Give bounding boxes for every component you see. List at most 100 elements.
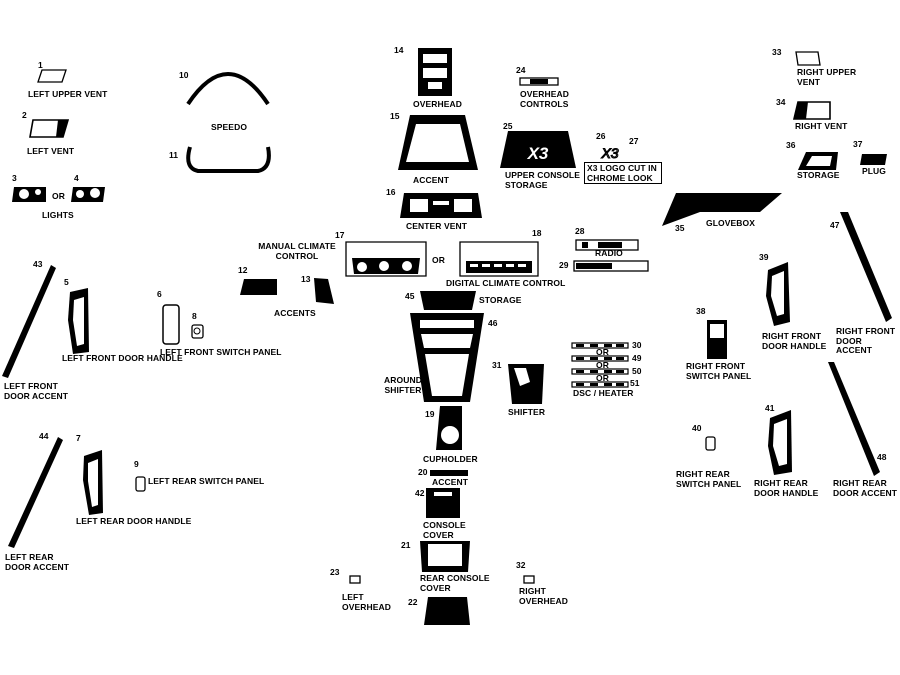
part-number: 26 bbox=[596, 131, 606, 141]
part-number: 45 bbox=[405, 291, 415, 301]
part-number: 20 bbox=[418, 467, 428, 477]
part-label: RIGHT VENT bbox=[795, 121, 848, 131]
part-number: 25 bbox=[503, 121, 513, 131]
part-number: 16 bbox=[386, 187, 396, 197]
part-11-shape bbox=[186, 146, 271, 173]
part-14-shape bbox=[418, 48, 452, 96]
part-1-shape bbox=[37, 69, 67, 83]
part-number: 8 bbox=[192, 311, 197, 321]
part-label: CUPHOLDER bbox=[423, 454, 478, 464]
part-label: LEFT REAR SWITCH PANEL bbox=[148, 476, 265, 486]
part-43-shape bbox=[2, 265, 56, 378]
part-30-shape bbox=[571, 342, 629, 349]
part-6-shape bbox=[162, 304, 180, 345]
part-label: CONSOLE COVER bbox=[423, 520, 466, 540]
part-28-shape bbox=[575, 239, 639, 251]
part-label: LEFT UPPER VENT bbox=[28, 89, 108, 99]
part-label: X3 LOGO CUT IN CHROME LOOK bbox=[584, 162, 662, 184]
part-label: RIGHT OVERHEAD bbox=[519, 586, 568, 606]
part-10-shape bbox=[186, 72, 270, 106]
part-number: 6 bbox=[157, 289, 162, 299]
part-21-shape bbox=[420, 541, 470, 572]
part-number: 7 bbox=[76, 433, 81, 443]
svg-text:X3: X3 bbox=[600, 145, 618, 161]
part-label: STORAGE bbox=[797, 170, 840, 180]
part-number: 3 bbox=[12, 173, 17, 183]
part-36-shape bbox=[798, 152, 838, 170]
part-7-shape bbox=[83, 450, 103, 515]
part-number: 1 bbox=[38, 60, 43, 70]
part-number: 39 bbox=[759, 252, 769, 262]
part-number: 14 bbox=[394, 45, 404, 55]
part-number: 27 bbox=[629, 136, 639, 146]
part-number: 51 bbox=[630, 378, 640, 388]
part-number: 33 bbox=[772, 47, 782, 57]
part-number: 44 bbox=[39, 431, 49, 441]
or-label: OR bbox=[432, 255, 445, 265]
part-15-shape bbox=[398, 115, 478, 170]
part-label: AROUND SHIFTER bbox=[384, 375, 422, 395]
part-number: 30 bbox=[632, 340, 642, 350]
part-label: RIGHT REAR DOOR ACCENT bbox=[833, 478, 898, 498]
part-number: 21 bbox=[401, 540, 411, 550]
part-number: 9 bbox=[134, 459, 139, 469]
part-label: ACCENT bbox=[432, 477, 469, 487]
part-number: 41 bbox=[765, 403, 775, 413]
part-16-shape bbox=[400, 193, 482, 218]
part-number: 34 bbox=[776, 97, 786, 107]
part-number: 32 bbox=[516, 560, 526, 570]
part-label: MANUAL CLIMATE CONTROL bbox=[258, 241, 336, 261]
part-51-shape bbox=[571, 381, 629, 388]
or-label: OR bbox=[596, 373, 609, 383]
part-label: LEFT FRONT DOOR HANDLE bbox=[62, 353, 183, 363]
part-8-shape bbox=[191, 324, 204, 339]
part-number: 2 bbox=[22, 110, 27, 120]
part-number: 49 bbox=[632, 353, 642, 363]
part-50-shape bbox=[571, 368, 629, 375]
part-19-shape bbox=[436, 406, 462, 450]
part-35-shape bbox=[662, 193, 782, 226]
part-number: 48 bbox=[877, 452, 887, 462]
part-label: GLOVEBOX bbox=[706, 218, 755, 228]
part-41-shape bbox=[768, 410, 792, 475]
part-label: RIGHT FRONT SWITCH PANEL bbox=[686, 361, 752, 381]
part-44-shape bbox=[8, 437, 63, 548]
part-number: 50 bbox=[632, 366, 642, 376]
part-label: LEFT FRONT SWITCH PANEL bbox=[160, 347, 282, 357]
part-label: SHIFTER bbox=[508, 407, 546, 417]
part-number: 10 bbox=[179, 70, 189, 80]
part-26-27-shape: X3 bbox=[600, 144, 619, 161]
or-label: OR bbox=[52, 191, 65, 201]
part-37-shape bbox=[860, 154, 887, 165]
part-label: OVERHEAD bbox=[413, 99, 462, 109]
part-32-shape bbox=[523, 575, 535, 584]
part-label: OVERHEAD CONTROLS bbox=[520, 89, 569, 109]
part-label: DIGITAL CLIMATE CONTROL bbox=[446, 278, 566, 288]
part-label: ACCENTS bbox=[274, 308, 316, 318]
part-number: 38 bbox=[696, 306, 706, 316]
part-label: RIGHT UPPER VENT bbox=[797, 67, 857, 87]
part-label: UPPER CONSOLE STORAGE bbox=[505, 170, 580, 190]
part-47-shape bbox=[840, 212, 892, 322]
part-number: 15 bbox=[390, 111, 400, 121]
part-22-shape bbox=[424, 597, 470, 625]
part-49-shape bbox=[571, 355, 629, 362]
part-label: RIGHT FRONT DOOR HANDLE bbox=[762, 331, 827, 351]
part-number: 31 bbox=[492, 360, 502, 370]
part-number: 23 bbox=[330, 567, 340, 577]
part-13-shape bbox=[314, 278, 334, 304]
part-number: 43 bbox=[33, 259, 43, 269]
part-label: SPEEDO bbox=[211, 122, 248, 132]
part-34-shape bbox=[792, 101, 831, 120]
part-label: CENTER VENT bbox=[406, 221, 468, 231]
part-23-shape bbox=[349, 575, 361, 584]
part-18-shape bbox=[459, 241, 539, 277]
part-48-shape bbox=[828, 362, 880, 476]
part-number: 42 bbox=[415, 488, 425, 498]
part-number: 24 bbox=[516, 65, 526, 75]
part-number: 5 bbox=[64, 277, 69, 287]
part-42-shape bbox=[426, 488, 460, 518]
part-label: LEFT FRONT DOOR ACCENT bbox=[4, 381, 69, 401]
part-29-shape bbox=[573, 260, 649, 272]
